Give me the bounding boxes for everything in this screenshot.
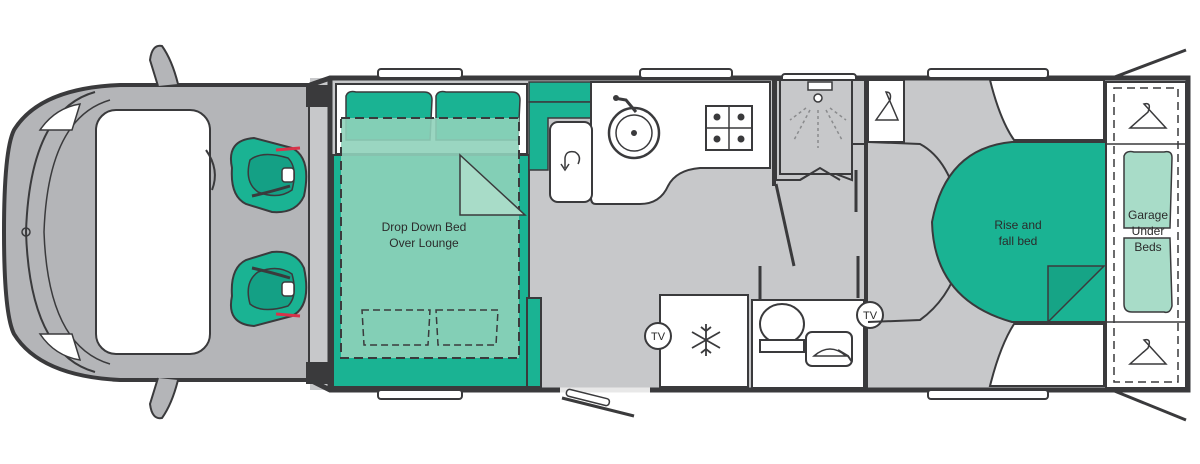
rise-fall-fold-corner xyxy=(1047,265,1106,324)
tv-right-label: TV xyxy=(863,310,878,322)
garage-door-bottom xyxy=(1111,388,1187,422)
tv-left-icon xyxy=(644,322,672,350)
snowflake-icon xyxy=(691,324,721,356)
steering-detail xyxy=(21,227,31,237)
shower-door xyxy=(799,166,841,181)
driver-seat xyxy=(230,136,308,214)
garage-area xyxy=(1105,81,1187,389)
mirror-bottom xyxy=(148,377,179,420)
lower-cushion-right xyxy=(435,309,499,346)
lounge-area: Drop Down Bed Over Lounge xyxy=(332,83,542,388)
rise-fall-label-2: fall bed xyxy=(999,234,1038,248)
washroom-wall-left xyxy=(772,80,776,186)
washroom-door-line xyxy=(774,183,796,267)
kitchen xyxy=(528,81,771,205)
washroom: TV xyxy=(751,79,884,389)
cab-step-top xyxy=(306,85,330,107)
windows xyxy=(377,68,1049,400)
garage-label-3: Beds xyxy=(1134,240,1161,254)
drop-down-bed-label-1: Drop Down Bed xyxy=(382,220,467,234)
hob-icon xyxy=(705,105,753,151)
cab-front-line-inner xyxy=(43,99,111,365)
hanger-bottom-icon xyxy=(1128,338,1168,365)
rear-bedroom: Rise and fall bed xyxy=(867,79,1107,387)
garage-door-top xyxy=(1111,48,1187,80)
wardrobe-bottom-right xyxy=(988,323,1105,387)
passenger-seat xyxy=(230,250,308,328)
swivel-arrow-icon xyxy=(564,150,581,168)
garage-label-2: Under xyxy=(1132,224,1165,238)
hanger-top-icon xyxy=(1128,102,1168,129)
wardrobe-unit xyxy=(867,79,905,143)
sink-icon xyxy=(607,95,661,160)
drop-down-bed-label-2: Over Lounge xyxy=(389,236,459,250)
toilet-icon xyxy=(759,303,805,353)
cab xyxy=(1,44,312,420)
rise-fall-label-1: Rise and xyxy=(994,218,1041,232)
door-leaf xyxy=(561,396,635,418)
fridge-unit: TV xyxy=(644,294,749,388)
washbasin-icon xyxy=(805,331,853,367)
garage-mattress-top xyxy=(1123,150,1173,229)
hanger-icon xyxy=(874,91,900,121)
wardrobe xyxy=(867,79,905,143)
tv-left-label: TV xyxy=(651,331,666,343)
headlight-bottom xyxy=(38,333,82,361)
garage-mattress-bottom xyxy=(1123,237,1173,314)
kitchen-cupboard xyxy=(528,81,592,103)
wardrobe-top-right xyxy=(988,79,1105,141)
drop-down-bed xyxy=(340,117,520,359)
lower-cushion-left xyxy=(361,309,431,346)
mirror-top xyxy=(148,44,179,87)
swivel-seat xyxy=(549,121,593,203)
garage-outline xyxy=(1113,87,1179,383)
headlight-top xyxy=(38,103,82,131)
windscreen-dash xyxy=(95,109,211,355)
door-handle xyxy=(565,388,611,407)
dash-edge xyxy=(205,149,216,191)
garage-label-1: Garage xyxy=(1128,208,1168,222)
washroom-wall-right xyxy=(864,80,868,388)
bed-fold-corner xyxy=(459,153,527,216)
entrance-door xyxy=(560,387,650,418)
shower-head-icon xyxy=(789,81,847,148)
garage: Garage Under Beds xyxy=(1105,48,1187,422)
side-seat xyxy=(526,297,542,388)
cab-step-bottom xyxy=(306,362,330,384)
